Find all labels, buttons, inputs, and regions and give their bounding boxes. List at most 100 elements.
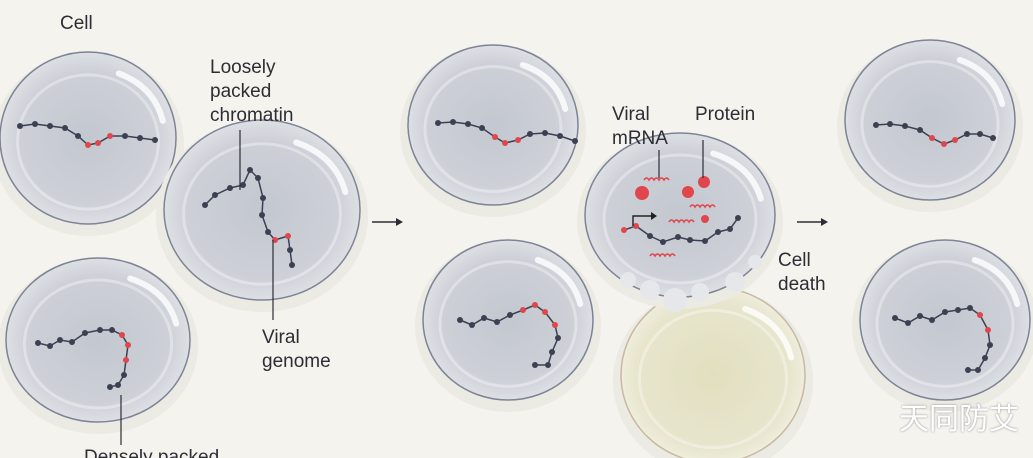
viral-protein [698, 176, 710, 188]
label-line: chromatin [210, 105, 294, 126]
nucleosome-bead [465, 121, 471, 127]
nucleosome-bead [69, 339, 75, 345]
nucleosome-bead [121, 372, 127, 378]
cell-nucleus-rim [22, 278, 174, 410]
nucleosome-bead [917, 313, 923, 319]
nucleosome-bead [507, 312, 513, 318]
nucleosome-bead [675, 234, 681, 240]
chromatin-line [623, 217, 739, 243]
cell-membrane [844, 39, 1016, 201]
nucleosome-bead [450, 119, 456, 125]
nucleosome-bead [202, 202, 208, 208]
nucleosome-bead [549, 349, 555, 355]
nucleosome-bead [647, 233, 653, 239]
nucleosome-bead [917, 127, 923, 133]
cell [0, 257, 198, 434]
cytoplasm-leak [620, 272, 636, 288]
nucleosome-bead [240, 182, 246, 188]
cell-nucleus-rim [875, 260, 1015, 388]
label-line: packed [210, 81, 272, 102]
label-line: Viral [262, 327, 300, 348]
viral-mrna [689, 204, 716, 209]
label-protein: Protein [695, 104, 756, 125]
viral-genome-bead [532, 302, 538, 308]
nucleosome-bead [892, 315, 898, 321]
label-loosely-packed-chromatin: Loosely packed chromatin [210, 56, 293, 128]
nucleosome-bead [542, 130, 548, 136]
chromatin-strand [621, 215, 741, 245]
cytoplasm-leak [663, 288, 687, 312]
cell-membrane [584, 132, 776, 298]
viral-genome-bead [107, 133, 113, 139]
nucleosome-bead [122, 133, 128, 139]
nucleosome-bead [62, 125, 68, 131]
nucleosome-bead [715, 229, 721, 235]
viral-genome-bead [977, 312, 983, 318]
chromatin-strand [457, 302, 561, 368]
viral-genome-bead [941, 141, 947, 147]
nucleosome-bead [660, 239, 666, 245]
label-cell-death: Cell death [778, 249, 826, 297]
viral-genome-bead [285, 233, 291, 239]
chromatin-strand [873, 121, 996, 147]
nucleosome-bead [57, 337, 63, 343]
nucleosome-bead [469, 322, 475, 328]
cell-highlight [293, 139, 349, 195]
cell-membrane [0, 51, 177, 225]
nucleosome-bead [702, 238, 708, 244]
nucleosome-bead [75, 133, 81, 139]
cell-highlight [742, 306, 795, 361]
nucleosome-bead [965, 367, 971, 373]
viral-protein [682, 186, 694, 198]
nucleosome-bead [260, 195, 266, 201]
label-line: genome [262, 351, 331, 372]
cell-highlight [127, 275, 180, 327]
cytoplasm-leak [640, 280, 660, 300]
nucleosome-bead [32, 121, 38, 127]
viral-mrna [643, 177, 670, 182]
chromatin-strand [17, 121, 158, 148]
nucleosome-bead [735, 215, 741, 221]
cell-nucleus-rim [182, 142, 342, 286]
nucleosome-bead [990, 135, 996, 141]
label-viral-genome: Viral genome [262, 326, 331, 374]
nucleosome-bead [35, 340, 41, 346]
label-line: death [778, 274, 826, 295]
nucleosome-bead [975, 367, 981, 373]
viral-genome-bead [929, 135, 935, 141]
nucleosome-bead [873, 122, 879, 128]
label-viral-mrna: Viral mRNA [612, 103, 668, 151]
label-cell: Cell [60, 13, 93, 34]
label-line: Cell [778, 250, 811, 271]
nucleosome-bead [97, 327, 103, 333]
nucleosome-bead [545, 362, 551, 368]
nucleosome-bead [152, 137, 158, 143]
nucleosome-bead [479, 125, 485, 131]
viral-protein [701, 215, 709, 223]
nucleosome-bead [107, 384, 113, 390]
cell-highlight [115, 70, 166, 124]
cytoplasm-leak [725, 272, 745, 292]
nucleosome-bead [905, 320, 911, 326]
nucleosome-bead [929, 317, 935, 323]
cell [400, 44, 586, 217]
cell-highlight [971, 257, 1021, 307]
watermark: 天同防艾 [899, 402, 1019, 437]
nucleosome-bead [287, 247, 293, 253]
label-line: mRNA [612, 128, 668, 149]
cell-membrane [5, 257, 191, 423]
nucleosome-bead [247, 167, 253, 173]
nucleosome-bead [137, 135, 143, 141]
label-line: Loosely [210, 57, 276, 78]
nucleosome-bead [481, 315, 487, 321]
nucleosome-bead [17, 123, 23, 129]
viral-genome-bead [492, 134, 498, 140]
nucleosome-bead [82, 330, 88, 336]
viral-genome-bead [95, 140, 101, 146]
cell [837, 39, 1023, 212]
label-line: Viral [612, 104, 650, 125]
cell-highlight [519, 62, 569, 112]
cell [852, 239, 1033, 412]
viral-genome-bead [520, 307, 526, 313]
nucleosome-bead [687, 237, 693, 243]
